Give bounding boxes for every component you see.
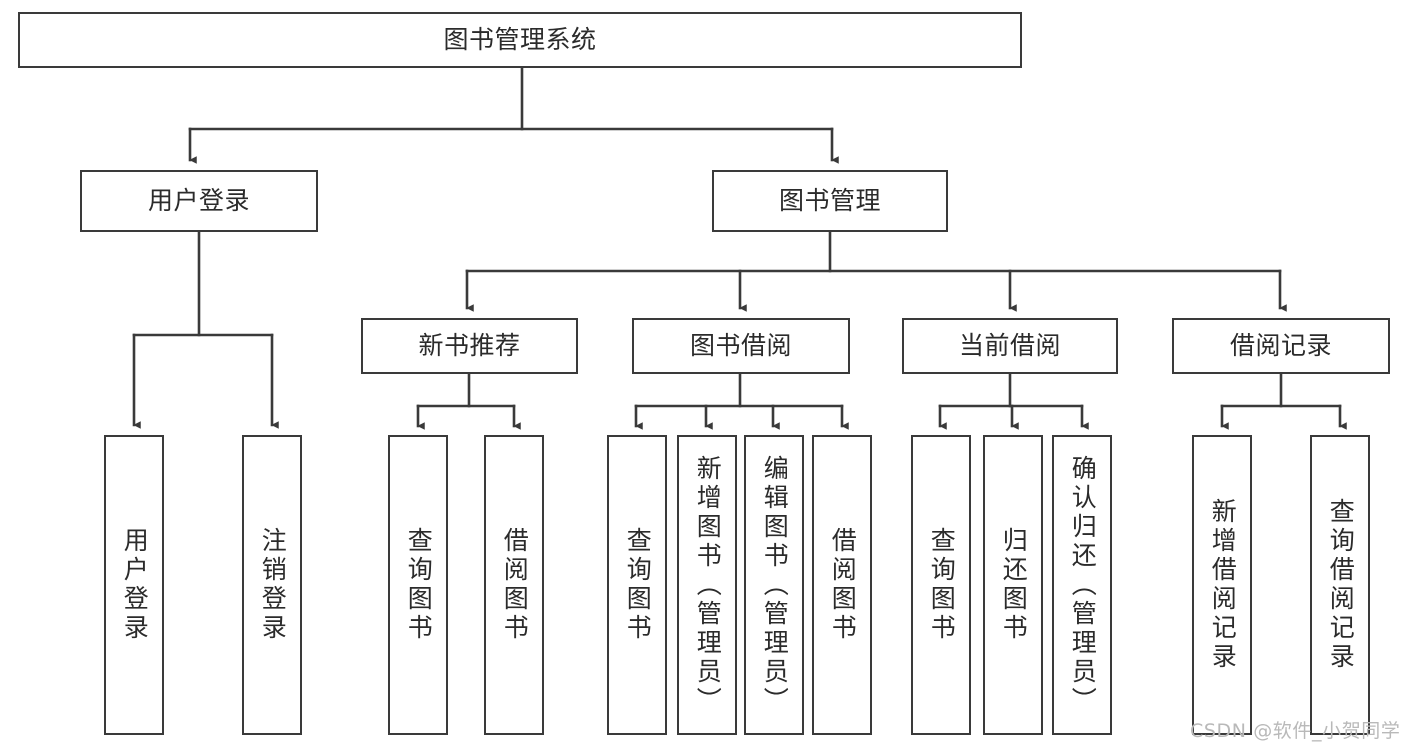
leaf-query-book-borrow[interactable]: 查询图书 bbox=[607, 435, 667, 735]
leaf-add-book-admin-label: 新增图书（管理员） bbox=[693, 454, 723, 716]
leaf-confirm-return-admin[interactable]: 确认归还（管理员） bbox=[1052, 435, 1112, 735]
leaf-query-book-newbook-label: 查询图书 bbox=[404, 527, 434, 643]
node-user-login-label: 用户登录 bbox=[147, 186, 250, 216]
node-new-book-recommend-label: 新书推荐 bbox=[418, 331, 521, 361]
leaf-add-borrow-record[interactable]: 新增借阅记录 bbox=[1192, 435, 1252, 735]
node-book-borrow[interactable]: 图书借阅 bbox=[632, 318, 850, 374]
node-user-login[interactable]: 用户登录 bbox=[80, 170, 318, 232]
leaf-borrow-book-newbook[interactable]: 借阅图书 bbox=[484, 435, 544, 735]
leaf-query-book-borrow-label: 查询图书 bbox=[623, 527, 653, 643]
leaf-add-borrow-record-label: 新增借阅记录 bbox=[1208, 498, 1238, 672]
leaf-edit-book-admin-label: 编辑图书（管理员） bbox=[760, 454, 790, 716]
leaf-logout-label: 注销登录 bbox=[258, 527, 288, 643]
leaf-borrow-book-newbook-label: 借阅图书 bbox=[500, 527, 530, 643]
node-current-borrow[interactable]: 当前借阅 bbox=[902, 318, 1118, 374]
node-book-management[interactable]: 图书管理 bbox=[712, 170, 948, 232]
node-new-book-recommend[interactable]: 新书推荐 bbox=[361, 318, 578, 374]
leaf-borrow-book[interactable]: 借阅图书 bbox=[812, 435, 872, 735]
leaf-query-book-current-label: 查询图书 bbox=[927, 527, 957, 643]
node-root-label: 图书管理系统 bbox=[443, 25, 597, 55]
node-book-borrow-label: 图书借阅 bbox=[689, 331, 792, 361]
leaf-query-borrow-record-label: 查询借阅记录 bbox=[1326, 498, 1356, 672]
leaf-query-book-newbook[interactable]: 查询图书 bbox=[388, 435, 448, 735]
leaf-query-book-current[interactable]: 查询图书 bbox=[911, 435, 971, 735]
node-root[interactable]: 图书管理系统 bbox=[18, 12, 1022, 68]
csdn-watermark: CSDN @软件_小贺同学 bbox=[1190, 720, 1401, 742]
leaf-edit-book-admin[interactable]: 编辑图书（管理员） bbox=[744, 435, 804, 735]
leaf-return-book[interactable]: 归还图书 bbox=[983, 435, 1043, 735]
node-book-management-label: 图书管理 bbox=[778, 186, 881, 216]
leaf-return-book-label: 归还图书 bbox=[999, 527, 1029, 643]
node-current-borrow-label: 当前借阅 bbox=[958, 331, 1061, 361]
leaf-add-book-admin[interactable]: 新增图书（管理员） bbox=[677, 435, 737, 735]
leaf-user-login-label: 用户登录 bbox=[120, 527, 150, 643]
node-borrow-records[interactable]: 借阅记录 bbox=[1172, 318, 1390, 374]
leaf-logout[interactable]: 注销登录 bbox=[242, 435, 302, 735]
leaf-confirm-return-admin-label: 确认归还（管理员） bbox=[1068, 454, 1098, 716]
leaf-query-borrow-record[interactable]: 查询借阅记录 bbox=[1310, 435, 1370, 735]
leaf-user-login[interactable]: 用户登录 bbox=[104, 435, 164, 735]
node-borrow-records-label: 借阅记录 bbox=[1229, 331, 1332, 361]
leaf-borrow-book-label: 借阅图书 bbox=[828, 527, 858, 643]
